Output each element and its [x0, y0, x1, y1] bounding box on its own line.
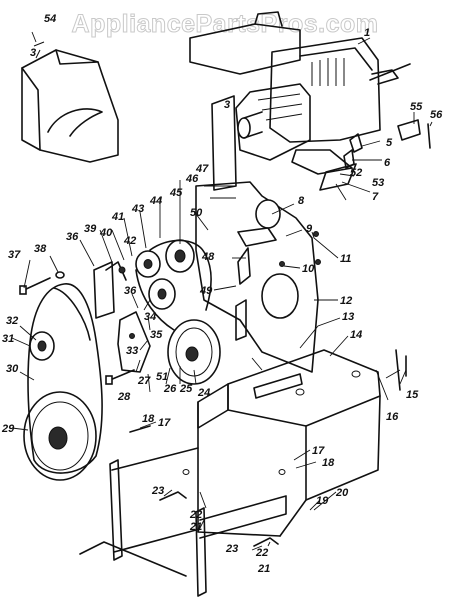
callout-label: 42	[123, 235, 136, 247]
callout-label: 23	[151, 485, 164, 497]
side-plates	[79, 447, 287, 597]
callout-label: 10	[302, 263, 315, 275]
callout-label: 36	[66, 231, 79, 243]
callout-label: 28	[117, 391, 131, 403]
callout-label: 38	[34, 243, 47, 255]
callout-label: 37	[8, 249, 21, 261]
callout-label: 9	[306, 223, 313, 235]
callout-label: 18	[142, 413, 155, 425]
callout-label: 18	[322, 457, 335, 469]
callout-label: 6	[384, 157, 391, 169]
callout-label: 3	[224, 99, 230, 111]
callout-label: 53	[372, 177, 384, 189]
callout-label: 27	[137, 375, 151, 387]
engine	[189, 11, 411, 175]
auger-housing	[197, 349, 381, 537]
callout-label: 54	[44, 13, 56, 25]
callout-label: 17	[158, 417, 171, 429]
callout-label: 47	[195, 163, 209, 175]
belt-cover	[21, 41, 119, 163]
callout-label: 17	[312, 445, 325, 457]
callout-label: 26	[163, 383, 177, 395]
callout-label: 44	[149, 195, 162, 207]
leader-lines	[11, 31, 433, 551]
watermark-text: AppliancePartsPros.com	[72, 10, 379, 38]
bolts	[19, 271, 407, 433]
frame-plate	[195, 95, 321, 373]
callout-label: 40	[99, 227, 113, 239]
callout-label: 46	[185, 173, 199, 185]
callout-label: 30	[6, 363, 19, 375]
callout-label: 41	[111, 211, 124, 223]
callout-label: 15	[406, 389, 419, 401]
callout-label: 24	[197, 387, 210, 399]
pulley-assembly	[23, 239, 221, 481]
callout-label: 36	[124, 285, 137, 297]
callout-label: 14	[350, 329, 362, 341]
callout-label: 11	[340, 253, 351, 265]
callout-label: 51	[156, 371, 168, 383]
callout-label: 21	[189, 521, 202, 533]
callout-label: 32	[6, 315, 18, 327]
engine-bracket	[319, 119, 431, 191]
callout-label: 5	[386, 137, 393, 149]
part-callouts: 1 3 3 5 6 7 8 9 10 11 12 13 14 15 16 17 …	[1, 13, 443, 575]
callout-label: 19	[316, 495, 329, 507]
callout-label: 45	[169, 187, 183, 199]
callout-label: 55	[410, 101, 423, 113]
callout-label: 50	[190, 207, 203, 219]
callout-label: 29	[1, 423, 15, 435]
callout-label: 23	[225, 543, 238, 555]
idler-bracket	[93, 261, 151, 373]
callout-label: 48	[201, 251, 215, 263]
callout-label: 20	[335, 487, 349, 499]
callout-label: 52	[350, 167, 362, 179]
callout-label: 13	[342, 311, 354, 323]
callout-label: 22	[189, 509, 202, 521]
callout-label: 31	[2, 333, 14, 345]
callout-label: 3	[30, 47, 36, 59]
callout-label: 22	[255, 547, 268, 559]
callout-label: 33	[126, 345, 138, 357]
callout-label: 16	[386, 411, 399, 423]
callout-label: 1	[364, 27, 370, 39]
callout-label: 49	[199, 285, 213, 297]
callout-label: 39	[84, 223, 97, 235]
callout-label: 56	[430, 109, 443, 121]
callout-label: 34	[144, 311, 156, 323]
callout-label: 21	[257, 563, 270, 575]
callout-label: 7	[372, 191, 379, 203]
callout-label: 8	[298, 195, 305, 207]
callout-label: 12	[340, 295, 352, 307]
callout-label: 43	[131, 203, 144, 215]
callout-label: 35	[150, 329, 163, 341]
callout-label: 25	[179, 383, 193, 395]
